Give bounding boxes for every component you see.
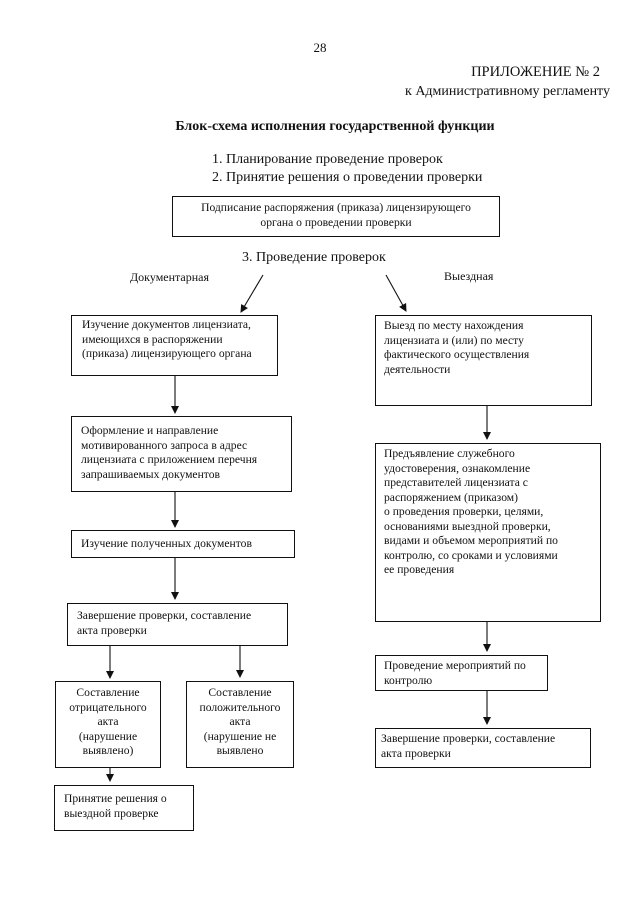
step-3: 3. Проведение проверок — [242, 250, 386, 265]
arrow-to-onsite — [385, 274, 407, 312]
scheme-title: Блок-схема исполнения государственной фу… — [175, 119, 495, 134]
step-2: 2. Принятие решения о проведении проверк… — [212, 170, 483, 185]
complete-check-right-box: Завершение проверки, составление акта пр… — [375, 728, 591, 768]
measures-box: Проведение мероприятий по контролю — [375, 655, 548, 691]
visit-box: Выезд по месту нахождения лицензиата и (… — [375, 315, 592, 406]
complete-check-left-box: Завершение проверки, составление акта пр… — [67, 603, 288, 646]
appendix-title: ПРИЛОЖЕНИЕ № 2 — [471, 64, 600, 80]
step-1: 1. Планирование проведение проверок — [212, 152, 443, 167]
negative-act-box: Составление отрицательного акта (нарушен… — [55, 681, 161, 768]
label-onsite: Выездная — [444, 269, 494, 283]
page-number: 28 — [313, 40, 327, 55]
label-documentary: Документарная — [130, 270, 210, 284]
request-box: Оформление и направление мотивированного… — [71, 416, 292, 492]
study-documents-box: Изучение документов лицензиата, имеющихс… — [71, 315, 278, 376]
positive-act-box: Составление положительного акта (нарушен… — [186, 681, 294, 768]
appendix-subtitle: к Административному регламенту — [405, 84, 610, 99]
signing-box: Подписание распоряжения (приказа) лиценз… — [172, 196, 500, 237]
presentation-box: Предъявление служебного удостоверения, о… — [375, 443, 601, 622]
onsite-decision-box: Принятие решения о выездной проверке — [54, 785, 194, 831]
arrow-to-documentary — [240, 274, 264, 313]
study-received-box: Изучение полученных документов — [71, 530, 295, 558]
